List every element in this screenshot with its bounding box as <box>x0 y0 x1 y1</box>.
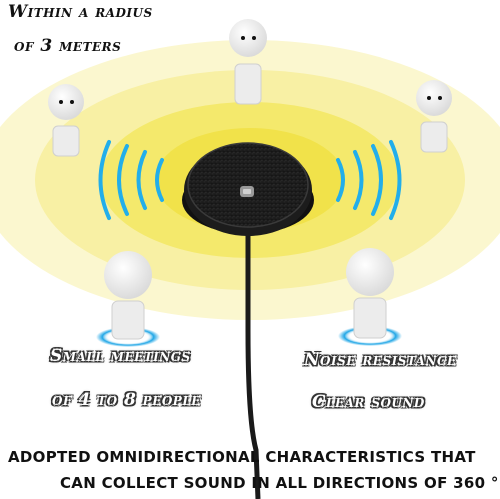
radius-heading-line1: Within a radius <box>8 2 153 22</box>
microphone-device-icon <box>182 142 314 236</box>
radius-heading-line2: of 3 meters <box>14 36 122 56</box>
feature-meetings-line2: of 4 to 8 people <box>52 390 201 410</box>
footer-note-line1: ADOPTED OMNIDIRECTIONAL CHARACTERISTICS … <box>8 448 476 466</box>
feature-noise-line1: Noise resistance <box>304 350 457 370</box>
cable-icon <box>245 230 261 499</box>
feature-sound-line2: Clear sound <box>312 392 425 412</box>
feature-meetings-line1: Small meetings <box>50 346 191 366</box>
person-figure-icon <box>48 19 452 347</box>
footer-note-line2: CAN COLLECT SOUND IN ALL DIRECTIONS OF 3… <box>60 474 499 492</box>
sound-wave-icon <box>98 140 402 220</box>
